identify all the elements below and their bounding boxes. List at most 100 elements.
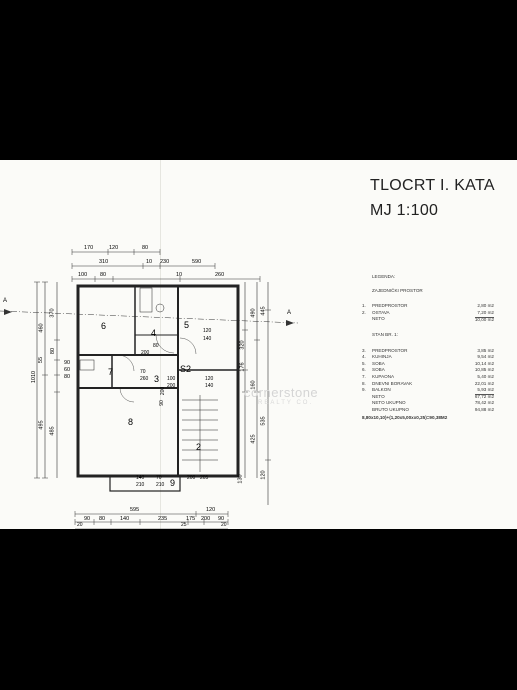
dim-int-9: 120 — [205, 376, 214, 382]
legend-table: LEGENDA: ZAJEDNIČKI PROSTOR 1. PREDPROST… — [362, 274, 494, 420]
dim-top-10b: 10 — [176, 272, 183, 278]
legend-row-value: 7,20 m2 — [477, 309, 494, 315]
dim-left-485: 485 — [49, 426, 56, 436]
legend-row-number: 2. — [362, 309, 366, 315]
legend-total-name: NETO — [372, 393, 385, 399]
legend-row-number: 7. — [362, 373, 366, 379]
legend-row-value: 10,85 m2 — [474, 367, 494, 373]
legend-row-number: 6. — [362, 367, 366, 373]
legend-row-name: PREDPROSTOR — [372, 303, 408, 309]
legend-row-value: 5,93 m2 — [477, 387, 494, 393]
watermark-text: cornerstone — [244, 385, 319, 400]
dim-top-120: 120 — [109, 245, 119, 251]
dim-top-590: 590 — [192, 259, 202, 265]
legend-row: 7. KUPAONA 5,40 m2 — [362, 374, 494, 381]
dim-int-15: 70 — [156, 475, 162, 481]
dim-int-1: 120 — [203, 328, 212, 334]
legend-row-number: 4. — [362, 354, 366, 360]
dim-bottom-25: 25 — [181, 522, 187, 528]
legend-row-value: 5,40 m2 — [477, 373, 494, 379]
legend-row: 1. PREDPROSTOR 2,80 m2 — [362, 303, 494, 310]
dim-int-7: 100 — [167, 376, 176, 382]
dim-bottom-175: 175 — [186, 516, 196, 522]
legend-row: 3. PREDPROSTOR 3,85 m2 — [362, 348, 494, 355]
legend-row: 2. OSTAVA 7,20 m2 — [362, 310, 494, 317]
room-2-label: 2 — [196, 442, 202, 452]
legend-row-name: DNEVNI BORAVAK — [372, 380, 413, 386]
dim-bottom-20b: 20 — [221, 522, 227, 528]
legend-row-name: PREDPROSTOR — [372, 347, 408, 353]
legend-total-value: 94,88 m2 — [474, 406, 494, 412]
dim-right-120: 120 — [260, 470, 267, 480]
dim-right-425: 425 — [250, 434, 257, 444]
dim-int-18: 205 — [200, 475, 209, 481]
dim-bottom-80: 80 — [99, 516, 106, 522]
legend-row-value: 2,80 m2 — [477, 303, 494, 309]
dim-top-310: 310 — [99, 259, 109, 265]
room-6-label: 6 — [101, 321, 107, 331]
room-s2-label: S2 — [180, 364, 192, 374]
dim-left-80: 80 — [50, 347, 57, 355]
legend-row-name: SOBA — [372, 360, 385, 366]
legend-row-value: 9,54 m2 — [477, 354, 494, 360]
room-4-label: 4 — [151, 328, 157, 338]
dim-int-14: 210 — [136, 482, 145, 488]
dim-top-10: 10 — [146, 259, 153, 265]
legend-heading: LEGENDA: — [372, 274, 396, 279]
room-7-label: 7 — [108, 367, 114, 377]
watermark-subtext: REALTY CO. — [258, 400, 314, 406]
legend-total-value: 78,42 m2 — [474, 400, 494, 406]
room-9-label: 9 — [170, 478, 176, 488]
dim-left-1010: 1010 — [31, 370, 38, 384]
dim-int-5: 70 — [140, 369, 146, 375]
dim-int-6: 260 — [140, 376, 149, 382]
legend-row-name: KUPAONA — [372, 373, 395, 379]
legend-row-number: 1. — [362, 303, 366, 309]
legend-row-number: 5. — [362, 360, 366, 366]
legend-row-value: 3,85 m2 — [477, 347, 494, 353]
legend-row-name: OSTAVA — [372, 309, 390, 315]
dim-top-80b: 80 — [100, 272, 107, 278]
dim-right-490: 490 — [250, 308, 257, 318]
dim-right-320: 320 — [239, 340, 246, 350]
legend-row: 5. SOBA 10,14 m2 — [362, 361, 494, 368]
section-mark-right: A — [287, 310, 292, 316]
dim-right-535: 535 — [260, 416, 267, 426]
dim-top-100: 100 — [78, 272, 88, 278]
dim-int-10: 140 — [205, 383, 214, 389]
dim-int-16: 210 — [156, 482, 165, 488]
dim-top-230: 230 — [160, 259, 170, 265]
dim-bottom-120: 120 — [206, 507, 216, 513]
dim-bottom-595: 595 — [130, 507, 140, 513]
dim-bottom-90: 90 — [84, 516, 91, 522]
dim-top-260: 260 — [215, 272, 225, 278]
dim-left-60: 60 — [64, 367, 71, 373]
plan-scale: MJ 1:100 — [370, 202, 439, 219]
dim-right-176: 176 — [239, 362, 246, 372]
legend-total-name: BRUTO UKUPNO — [372, 406, 409, 412]
legend-row-number: 3. — [362, 347, 366, 353]
dim-bottom-200: 200 — [201, 516, 211, 522]
legend-sum-row: NETO 10,00 m2 — [362, 316, 494, 323]
plan-title: TLOCRT I. KATA — [370, 177, 495, 194]
room-3-label: 3 — [154, 374, 160, 384]
dim-left-80b: 80 — [64, 374, 71, 380]
dim-left-90: 90 — [64, 360, 71, 366]
dim-left-495: 495 — [38, 420, 45, 430]
drawing-sheet: 6 4 5 7 3 S2 8 2 9 A A 170 120 80 310 10… — [0, 160, 517, 529]
legend-row-value: 22,01 m2 — [474, 380, 494, 386]
legend-row-value: 10,14 m2 — [474, 360, 494, 366]
legend-row: 8. DNEVNI BORAVAK 22,01 m2 — [362, 381, 494, 388]
dim-int-11: 90 — [158, 400, 165, 406]
dim-bottom-140: 140 — [120, 516, 130, 522]
dim-int-13: 140 — [136, 475, 145, 481]
legend-total-value: 67,72 m2 — [474, 394, 494, 400]
fold-line — [160, 160, 161, 529]
dim-int-8: 200 — [167, 383, 176, 389]
dim-int-17: 200 — [187, 475, 196, 481]
legend-row-number: 8. — [362, 380, 366, 386]
